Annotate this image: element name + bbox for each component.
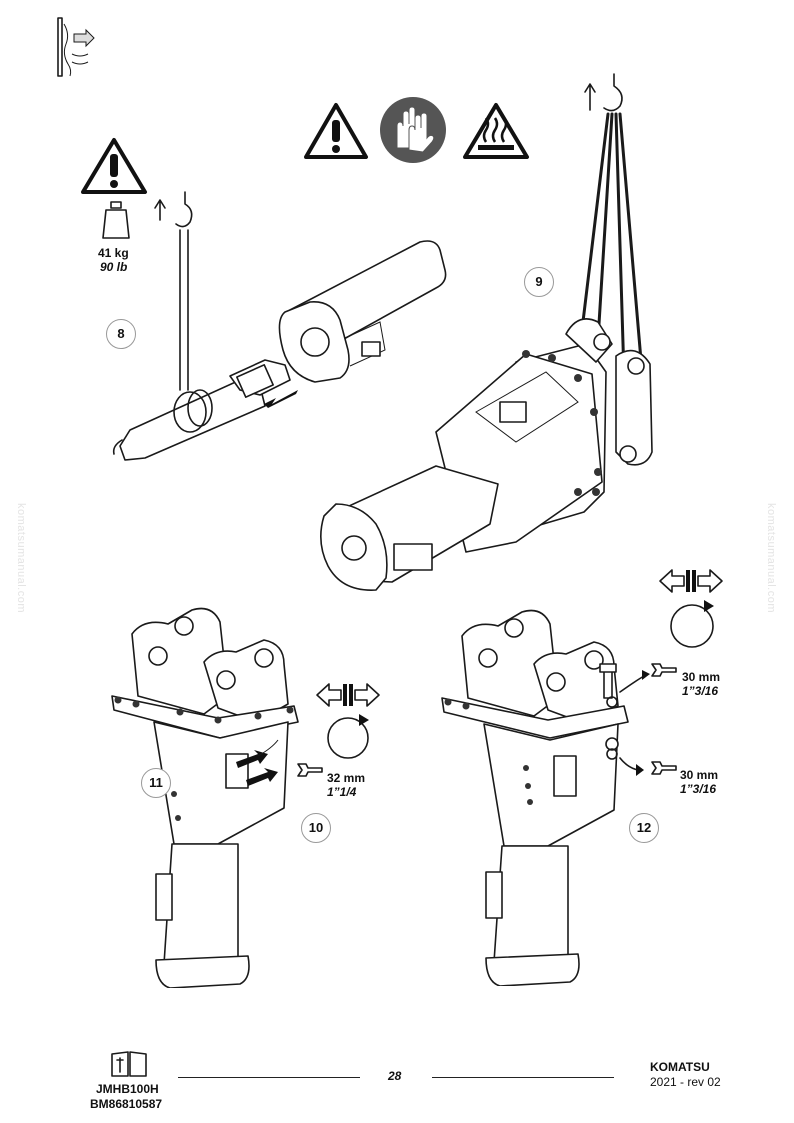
wrench-10-inch: 1”1/4 — [327, 785, 357, 799]
wrench-icon-3 — [651, 761, 677, 775]
step-11-marker: 11 — [141, 768, 171, 798]
weight-lb-label: 90 lb — [100, 260, 128, 274]
watermark-left: komatsumanual.com — [15, 503, 27, 613]
step-10-marker: 10 — [301, 813, 331, 843]
warning-triangle-icon — [304, 103, 368, 159]
weight-icon — [102, 201, 130, 239]
watermark-right: komatsumanual.com — [765, 503, 777, 613]
weight-kg-label: 41 kg — [98, 246, 129, 260]
disconnect-symbol-icon — [316, 683, 380, 707]
footer-model: JMHB100H — [96, 1082, 159, 1096]
step10-11-illustration — [111, 607, 299, 988]
rotate-icon — [327, 714, 369, 759]
wrench-12-bottom-mm: 30 mm — [680, 768, 719, 782]
step-9-marker: 9 — [524, 267, 554, 297]
step-8-marker: 8 — [106, 319, 136, 349]
footer-revision: 2021 - rev 02 — [650, 1075, 721, 1089]
step-12-marker: 12 — [629, 813, 659, 843]
step12-illustration — [441, 609, 650, 986]
footer-rule-left — [178, 1077, 360, 1078]
wrench-icon-2 — [651, 663, 677, 677]
footer-page-number: 28 — [388, 1069, 402, 1083]
manual-book-icon — [111, 1051, 147, 1077]
wrench-10-mm: 32 mm — [327, 771, 366, 785]
weight-warning-triangle-icon — [81, 138, 147, 194]
wrench-12-top-inch: 1”3/16 — [682, 684, 719, 698]
hot-surface-icon — [463, 103, 529, 159]
manual-corner-icon — [57, 17, 95, 77]
step8-illustration — [112, 191, 447, 461]
wrench-12-bottom-inch: 1”3/16 — [680, 782, 717, 796]
footer-brand: KOMATSU — [650, 1060, 710, 1074]
step9-illustration — [320, 73, 653, 591]
footer-doc-code: BM86810587 — [90, 1097, 163, 1111]
rotate-icon-2 — [670, 600, 714, 648]
disconnect-symbol-icon-2 — [659, 569, 723, 593]
wrench-12-top-mm: 30 mm — [682, 670, 721, 684]
gloves-icon — [380, 97, 446, 163]
wrench-icon — [297, 763, 323, 777]
footer-rule-right — [432, 1077, 614, 1078]
